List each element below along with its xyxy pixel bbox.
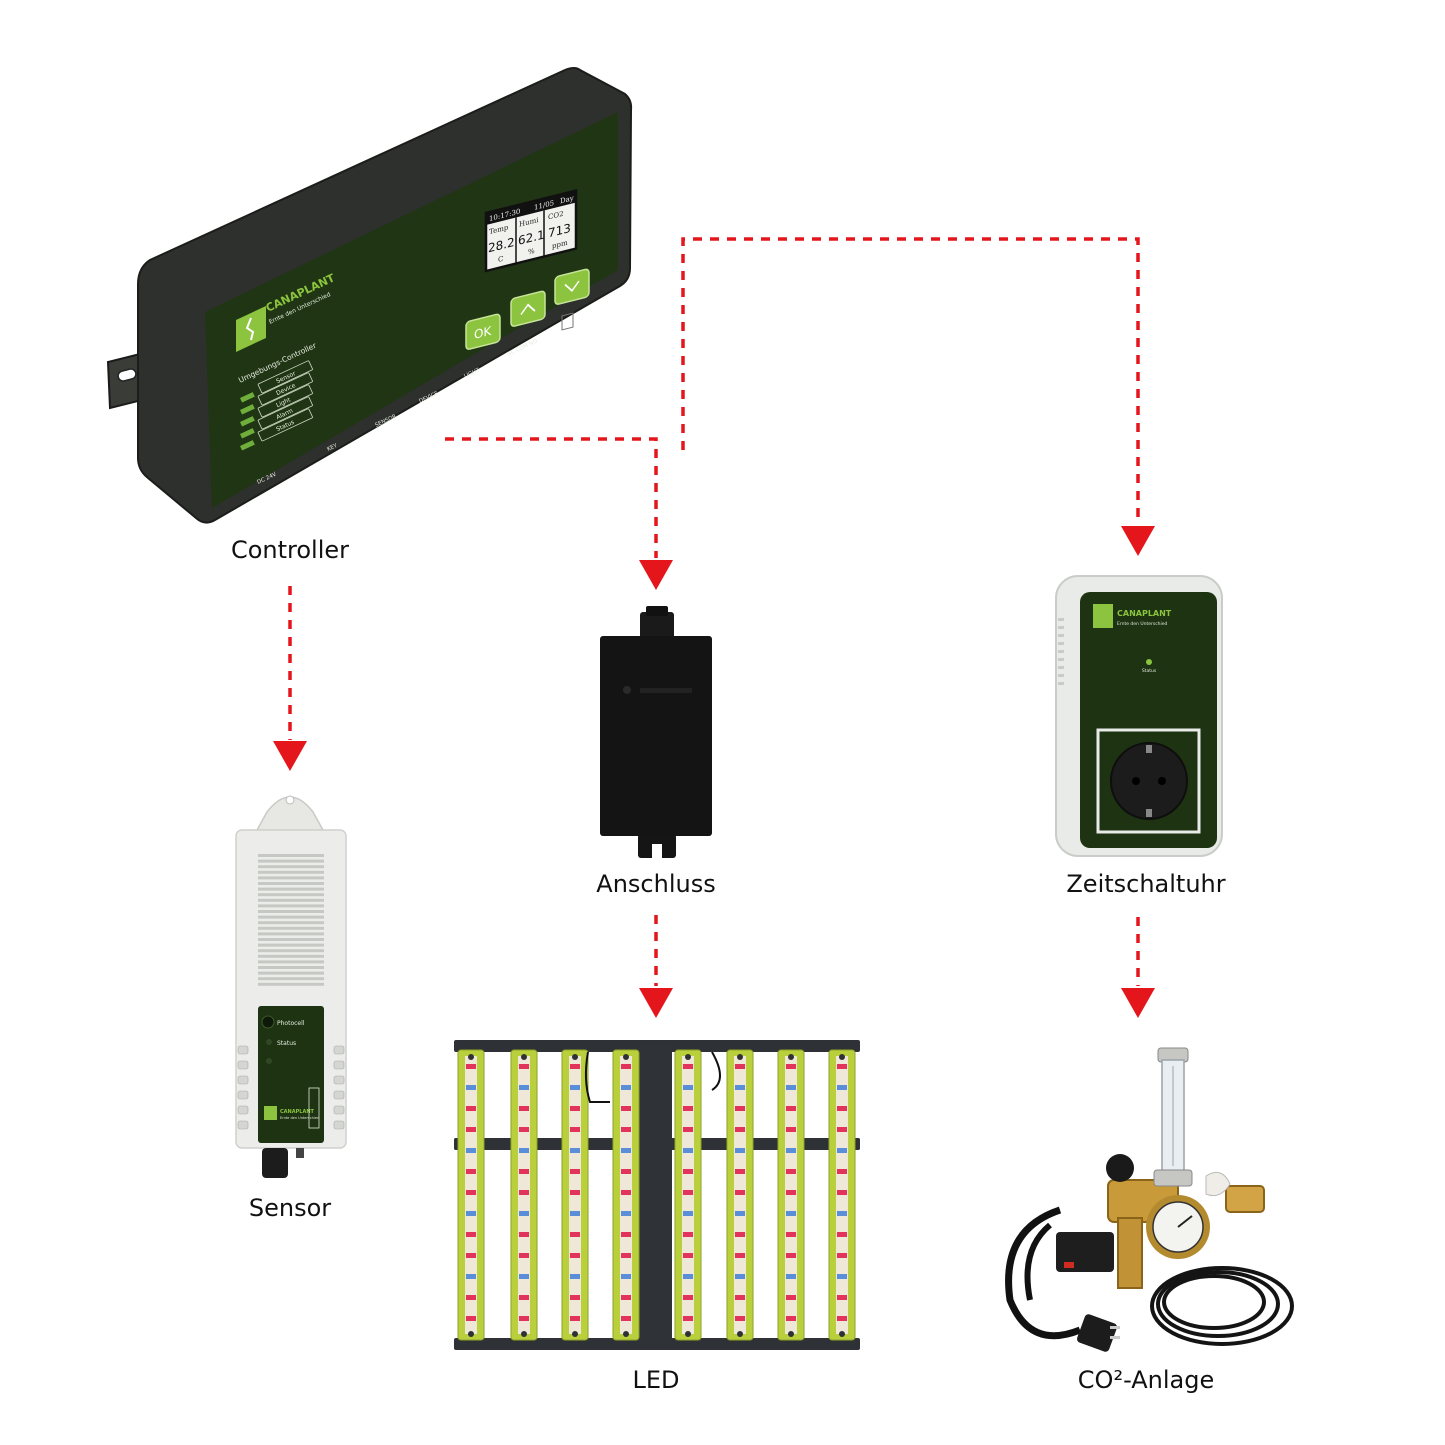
sensor-device: Photocell Status CANAPLANT Ernte den Unt…	[235, 795, 347, 1178]
menu-led-icon	[240, 428, 255, 439]
anschluss-label: Anschluss	[596, 870, 716, 898]
display-co2-value: 713	[548, 221, 571, 240]
sensor-slogan: Ernte den Unterschied	[280, 1116, 319, 1120]
controller-down-button[interactable]	[554, 268, 590, 305]
menu-led-icon	[240, 404, 255, 415]
display-temp-value: 28.2	[488, 235, 515, 255]
zeitschaltuhr-label: Zeitschaltuhr	[1066, 870, 1226, 898]
usb-port-icon	[561, 312, 574, 331]
led-device	[454, 1040, 860, 1350]
arrowhead-icon	[639, 988, 673, 1018]
controller-device: CANAPLANT Ernte den Unterschied Umgebung…	[106, 67, 633, 524]
display-mode: Day	[560, 193, 574, 205]
menu-led-icon	[240, 416, 255, 427]
status-led-icon	[1146, 659, 1152, 665]
controller-label: Controller	[230, 536, 350, 564]
sensor-photocell-text: Photocell	[277, 1020, 305, 1027]
menu-led-icon	[240, 440, 255, 451]
sensor-brand: CANAPLANT	[280, 1109, 314, 1115]
menu-led-icon	[240, 392, 255, 403]
arrowhead-icon	[639, 560, 673, 590]
connector-controller-anschluss	[445, 437, 673, 590]
display-co2-unit: ppm	[552, 238, 568, 251]
led-label: LED	[632, 1366, 680, 1394]
sensor-status-text: Status	[277, 1040, 296, 1047]
sensor-label: Sensor	[248, 1194, 332, 1222]
connector-anschluss-led	[639, 915, 673, 1018]
display-co2-label: CO2	[548, 209, 564, 222]
connector-zeitschaltuhr-co2	[1121, 917, 1155, 1018]
display-humi-unit: %	[528, 246, 535, 257]
arrowhead-icon	[1121, 526, 1155, 556]
display-humi-value: 62.1	[518, 228, 545, 248]
controller-display: 10:17:30 11/05 Day Temp 28.2 C Humi 62.1…	[484, 188, 578, 273]
down-arrow-icon	[564, 280, 580, 292]
up-arrow-icon	[520, 303, 536, 315]
connector-controller-zeitschaltuhr	[681, 237, 1155, 556]
timer-brand: CANAPLANT	[1117, 609, 1172, 618]
connector-controller-sensor	[273, 586, 307, 771]
controller-up-button[interactable]	[510, 290, 546, 327]
arrowhead-icon	[273, 741, 307, 771]
display-temp-unit: C	[498, 254, 503, 264]
controller-ok-button[interactable]: OK	[465, 313, 501, 350]
brand-logo	[1093, 604, 1113, 628]
co2-label: CO²-Anlage	[1077, 1366, 1215, 1394]
brand-logo	[264, 1106, 277, 1120]
zeitschaltuhr-device: CANAPLANT Ernte den Unterschied Status	[1055, 575, 1223, 857]
co2-device	[1005, 1047, 1294, 1352]
power-socket-icon	[1110, 742, 1188, 820]
brand-logo	[236, 305, 266, 352]
timer-status-text: Status	[1142, 668, 1157, 674]
anschluss-device	[600, 606, 712, 858]
arrowhead-icon	[1121, 988, 1155, 1018]
timer-slogan: Ernte den Unterschied	[1117, 621, 1168, 627]
ok-button-label: OK	[474, 324, 492, 342]
controller-port-label: KEY	[326, 443, 339, 453]
